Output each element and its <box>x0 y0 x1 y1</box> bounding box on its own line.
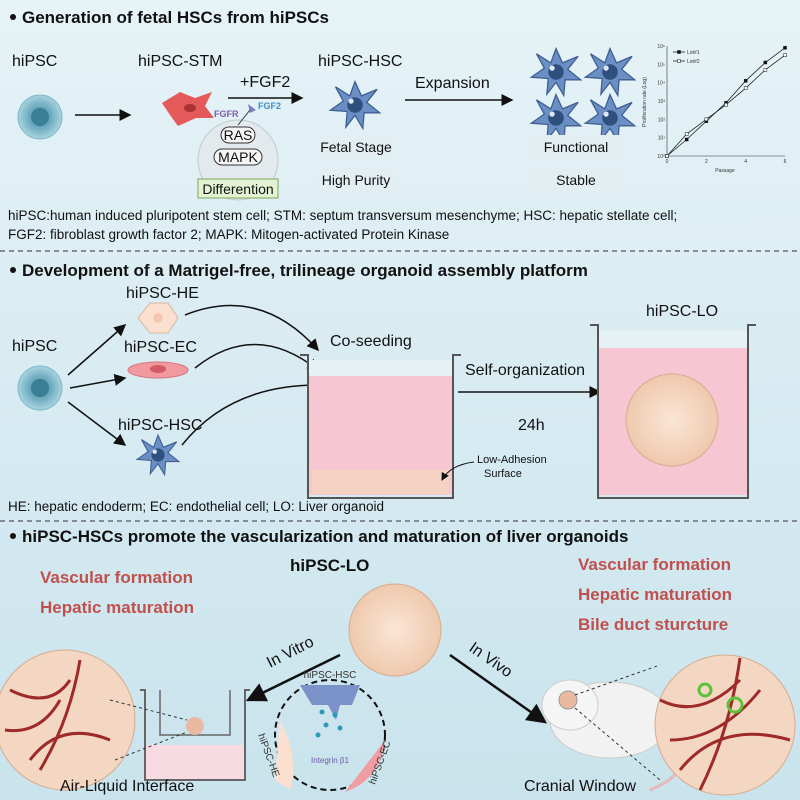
in-vitro-outcome-2: Hepatic maturation <box>40 598 194 617</box>
section-fetal-hsc-generation: Generation of fetal HSCs from hiPSCs hiP… <box>8 8 787 242</box>
stable-box <box>526 168 626 191</box>
data-point <box>783 46 787 50</box>
integrin-label: Integrin β1 <box>311 756 350 765</box>
expansion-label: Expansion <box>415 75 490 92</box>
legend-label: Lot#2 <box>687 59 700 65</box>
x-axis-label: Passage <box>715 168 735 174</box>
functional-text: Functional <box>544 139 609 155</box>
y-tick-label: 10⁶ <box>657 44 665 50</box>
y-tick-label: 10⁴ <box>657 81 665 87</box>
mapk-node: MAPK <box>218 149 258 165</box>
self-organization-label: Self-organization <box>465 362 585 379</box>
functional-box <box>526 135 626 158</box>
x-tick-label: 6 <box>784 159 787 165</box>
low-adhesion-label: Low-Adhesion <box>477 454 547 466</box>
y-tick-label: 10⁵ <box>657 62 665 68</box>
fgf2-label: FGF2 <box>258 101 281 111</box>
interaction-inset <box>274 679 386 791</box>
data-point <box>743 86 748 90</box>
high-purity-text: High Purity <box>322 172 390 188</box>
section1-title: Generation of fetal HSCs from hiPSCs <box>22 8 329 27</box>
stable-text: Stable <box>556 172 596 188</box>
high-purity-box <box>316 168 396 191</box>
x-tick-label: 4 <box>744 159 747 165</box>
fetal-stage-text: Fetal Stage <box>320 139 392 155</box>
fgf2-step-label: +FGF2 <box>240 74 290 91</box>
ali-label: Air-Liquid Interface <box>60 778 194 795</box>
coseeding-label: Co-seeding <box>330 333 412 350</box>
data-point <box>684 137 689 142</box>
in-vitro-outcome-1: Vascular formation <box>40 568 193 587</box>
hipsc-label: hiPSC <box>12 338 57 355</box>
air-liquid-interface-well <box>140 689 250 781</box>
section-organoid-assembly: Development of a Matrigel-free, trilinea… <box>8 261 756 514</box>
legend-label: Lot#1 <box>687 50 700 56</box>
in-vivo-outcome-1: Vascular formation <box>578 555 731 574</box>
x-tick-label: 0 <box>666 159 669 165</box>
data-point <box>684 132 689 136</box>
footnote-2: FGF2: fibroblast growth factor 2; MAPK: … <box>8 227 449 242</box>
in-vivo-outcome-3: Bile duct sturcture <box>578 615 728 634</box>
data-point <box>665 154 669 158</box>
ras-node: RAS <box>224 127 253 143</box>
cranial-window-label: Cranial Window <box>524 778 636 795</box>
in-vivo-outcome-2: Hepatic maturation <box>578 585 732 604</box>
section3-title: hiPSC-HSCs promote the vascularization a… <box>22 527 628 546</box>
stm-label: hiPSC-STM <box>138 53 222 70</box>
fgfr-label: FGFR <box>214 109 239 119</box>
hipsc-cell-icon <box>17 94 63 140</box>
hipsc-label: hiPSC <box>12 53 57 70</box>
hsc-label: hiPSC-HSC <box>318 53 402 70</box>
footnote: HE: hepatic endoderm; EC: endothelial ce… <box>8 499 384 514</box>
y-tick-label: 10¹ <box>658 136 666 142</box>
fetal-stage-box <box>316 135 396 158</box>
data-point <box>783 53 787 57</box>
vascularized-organoid-in-vitro <box>0 649 136 791</box>
ec-label: hiPSC-EC <box>124 339 197 356</box>
lo-label: hiPSC-LO <box>646 303 718 320</box>
organoid-icon <box>348 583 442 677</box>
data-point <box>763 68 768 72</box>
y-tick-label: 10⁰ <box>657 154 665 160</box>
he-label: hiPSC-HE <box>126 285 199 302</box>
proliferation-chart: Passage Proliferation rate (Log) 10⁰ 10¹ 1… <box>642 44 787 174</box>
data-point <box>704 117 709 122</box>
section-vascularization: hiPSC-HSCs promote the vascularization a… <box>0 527 796 796</box>
inset-hsc-label: hiPSC-HSC <box>304 670 357 681</box>
footnote-1: hiPSC:human induced pluripotent stem cel… <box>8 208 677 223</box>
surface-label: Surface <box>484 468 522 480</box>
section2-title: Development of a Matrigel-free, trilinea… <box>22 261 588 280</box>
y-tick-label: 10² <box>658 117 666 123</box>
lo-label: hiPSC-LO <box>290 556 369 575</box>
y-axis-label: Proliferation rate (Log) <box>642 77 648 127</box>
legend-marker <box>677 50 681 54</box>
differention-box: Differention <box>202 181 273 197</box>
data-point <box>763 60 768 65</box>
organoid-well <box>590 324 756 499</box>
data-point <box>724 102 728 107</box>
culture-well <box>300 354 461 499</box>
data-point <box>743 79 748 83</box>
time-label: 24h <box>518 417 545 434</box>
hipsc-cell-icon <box>17 365 63 411</box>
legend-marker <box>677 59 681 63</box>
x-tick-label: 2 <box>705 159 708 165</box>
hsc-label: hiPSC-HSC <box>118 417 202 434</box>
y-tick-label: 10³ <box>658 99 666 105</box>
